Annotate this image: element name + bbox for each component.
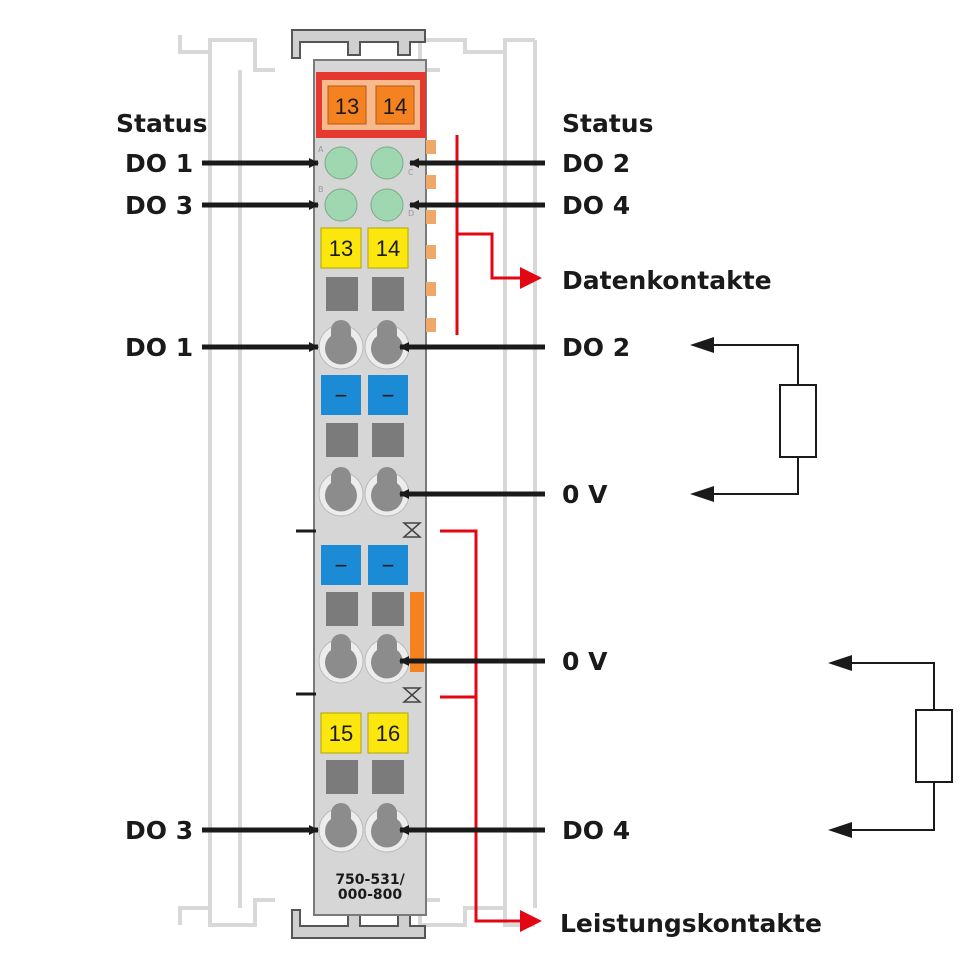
release-slot-5[interactable] <box>326 592 358 626</box>
marker-15-label: 15 <box>329 721 353 746</box>
led-do1-label: DO 1 <box>125 149 193 178</box>
marker-15 <box>320 712 362 754</box>
marker-13 <box>320 227 362 269</box>
power-contacts-label: Leistungskontakte <box>560 909 822 938</box>
blue-marker-1 <box>321 375 361 415</box>
connection-arrows <box>202 158 545 835</box>
header-marker-13-label: 13 <box>335 94 359 119</box>
status-left-label: Status <box>116 109 207 138</box>
led-do2-label: DO 2 <box>562 149 630 178</box>
led-letter-d: D <box>408 209 414 218</box>
clamp-0v-1[interactable] <box>325 467 357 512</box>
header-marker-14 <box>375 85 415 125</box>
clamp-row-2 <box>318 467 410 517</box>
led-do3 <box>324 188 358 222</box>
part-number-line2: 000-800 <box>338 887 403 903</box>
zero-v-label-1: 0 V <box>562 480 608 509</box>
blue-marker-4-label: − <box>382 553 395 578</box>
part-number-line1: 750-531/ <box>335 872 405 888</box>
led-letter-a: A <box>318 145 324 154</box>
clamp-do1-label: DO 1 <box>125 333 193 362</box>
load-circuit-lower <box>828 655 953 838</box>
clamp-0v-2[interactable] <box>371 467 403 512</box>
release-slot-7[interactable] <box>326 760 358 794</box>
data-contacts-bracket <box>455 135 520 335</box>
release-slot-8[interactable] <box>372 760 404 794</box>
led-letter-b: B <box>318 185 324 194</box>
marker-13-label: 13 <box>329 236 353 261</box>
release-slot-1[interactable] <box>326 277 358 311</box>
marker-16 <box>367 712 409 754</box>
data-contacts-arrowhead <box>520 267 542 289</box>
led-do2 <box>370 146 404 180</box>
status-right-label: Status <box>562 109 653 138</box>
seam-marker-upper <box>402 522 422 538</box>
clamp-do1[interactable] <box>325 320 357 365</box>
clamp-do4[interactable] <box>371 803 403 848</box>
clamp-do2-label: DO 2 <box>562 333 630 362</box>
led-do4 <box>370 188 404 222</box>
blue-marker-2-label: − <box>382 383 395 408</box>
blue-marker-1-label: − <box>335 383 348 408</box>
led-do1 <box>324 146 358 180</box>
power-contacts-arrowhead <box>520 910 542 932</box>
clamp-0v-3[interactable] <box>325 634 357 679</box>
power-contacts-bracket <box>440 529 520 923</box>
power-jumper-contact <box>410 592 424 672</box>
status-leds: A C B D <box>318 145 414 222</box>
blue-marker-2 <box>368 375 408 415</box>
clamp-do3-label: DO 3 <box>125 816 193 845</box>
clamp-row-3 <box>318 634 410 684</box>
release-slot-4[interactable] <box>372 423 404 457</box>
header-marker-14-label: 14 <box>383 94 407 119</box>
marker-14 <box>367 227 409 269</box>
release-slot-6[interactable] <box>372 592 404 626</box>
release-slot-3[interactable] <box>326 423 358 457</box>
blue-marker-3 <box>321 545 361 585</box>
led-letter-c: C <box>408 168 414 177</box>
zero-v-label-2: 0 V <box>562 647 608 676</box>
load-circuit-upper <box>690 337 817 502</box>
clamp-do2[interactable] <box>371 320 403 365</box>
load-resistor-lower <box>915 709 953 783</box>
led-do4-label: DO 4 <box>562 191 630 220</box>
marker-14-label: 14 <box>376 236 400 261</box>
led-do3-label: DO 3 <box>125 191 193 220</box>
clamp-0v-4[interactable] <box>371 634 403 679</box>
clamp-do4-label: DO 4 <box>562 816 630 845</box>
load-resistor-upper <box>779 384 817 458</box>
io-module: 13 14 A C B D 13 14 − − <box>291 29 436 939</box>
clamp-row-1 <box>318 320 410 370</box>
blue-marker-3-label: − <box>335 553 348 578</box>
seam-marker-lower <box>402 687 422 703</box>
clamp-row-4 <box>318 803 410 853</box>
marker-16-label: 16 <box>376 721 400 746</box>
bottom-rail-clip <box>291 909 426 939</box>
blue-marker-4 <box>368 545 408 585</box>
data-contacts-label: Datenkontakte <box>562 266 772 295</box>
top-rail-clip <box>291 29 426 59</box>
clamp-do3[interactable] <box>325 803 357 848</box>
header-marker-13 <box>327 85 367 125</box>
header-block: 13 14 <box>316 72 426 138</box>
release-slot-2[interactable] <box>372 277 404 311</box>
side-data-contacts <box>426 140 436 332</box>
